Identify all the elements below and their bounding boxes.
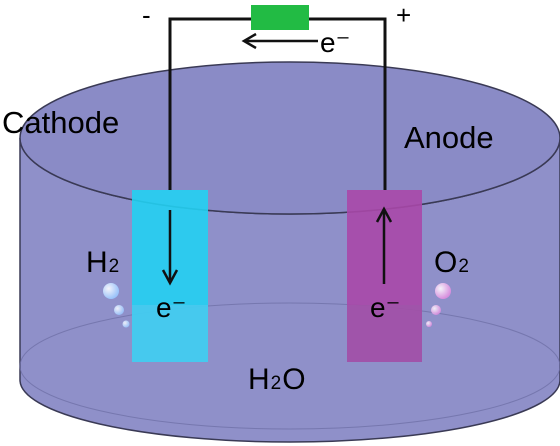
container-top xyxy=(19,61,560,215)
hydrogen-label: H2 xyxy=(86,246,119,279)
anode-arrow-up-icon xyxy=(375,206,393,284)
hydrogen-bubbles-icon xyxy=(103,283,130,328)
oxygen-label: O2 xyxy=(434,246,469,279)
cathode-arrow-down-icon xyxy=(161,210,179,286)
cathode-electrode-submerged xyxy=(132,305,208,362)
water-label: H2O xyxy=(248,363,306,396)
anode-electron-label: e⁻ xyxy=(370,292,400,323)
anode-label: Anode xyxy=(404,120,494,155)
water-surface xyxy=(19,302,560,430)
anode-electrode-submerged xyxy=(347,305,422,362)
positive-terminal-label: + xyxy=(396,0,411,30)
cathode-electron-label: e⁻ xyxy=(156,292,186,323)
circuit-electron-label: e⁻ xyxy=(320,27,350,58)
resistor-icon xyxy=(251,5,309,30)
cathode-label: Cathode xyxy=(2,105,119,140)
negative-terminal-label: - xyxy=(142,0,151,30)
oxygen-bubbles-icon xyxy=(426,283,451,327)
circuit-electron-arrow-icon xyxy=(241,32,318,50)
